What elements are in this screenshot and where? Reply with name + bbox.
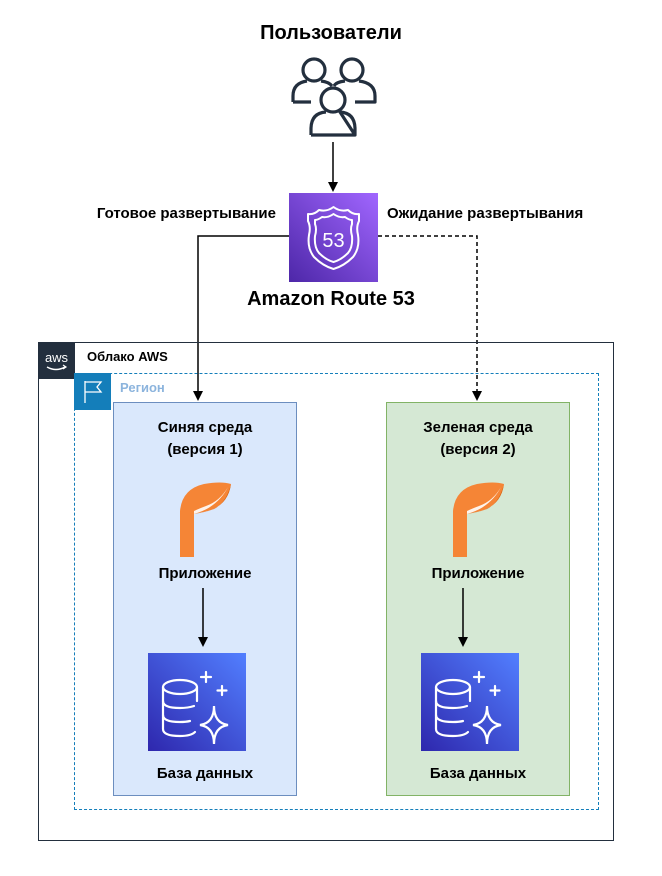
region-flag-icon (74, 373, 111, 410)
database-icon (421, 653, 519, 751)
route53-badge: 53 (322, 230, 344, 252)
aws-logo-icon: aws (38, 342, 75, 379)
live-route-label: Готовое развертывание (96, 205, 276, 222)
app-to-db-arrow (198, 588, 208, 647)
users-icon (291, 57, 377, 137)
application-label: Приложение (431, 565, 525, 582)
database-label: База данных (156, 765, 254, 782)
route53-icon[interactable]: 53 (289, 193, 378, 282)
live-route-arrow (193, 235, 289, 401)
green-environment-title: Зеленая среда (версия 2) (423, 419, 533, 458)
blue-environment: Синяя среда (версия 1) Приложение (113, 402, 297, 796)
application-icon (180, 482, 231, 557)
users-label: Пользователи (260, 22, 402, 44)
database-label: База данных (429, 765, 527, 782)
svg-text:aws: aws (45, 350, 69, 365)
database-icon (148, 653, 246, 751)
app-to-db-arrow (458, 588, 468, 647)
blue-environment-title: Синяя среда (версия 1) (157, 419, 253, 458)
aws-cloud-group (38, 342, 614, 841)
green-environment: Зеленая среда (версия 2) Приложение (386, 402, 570, 796)
pending-route-arrow (378, 235, 482, 401)
application-icon (453, 482, 504, 557)
users-to-route53-arrow (328, 142, 338, 192)
pending-route-label: Ожидание развертывания (387, 205, 584, 222)
aws-cloud-label: Облако AWS (87, 349, 168, 364)
application-label: Приложение (158, 565, 252, 582)
region-group (74, 373, 599, 810)
route53-label: Amazon Route 53 (247, 288, 415, 310)
region-label: Регион (120, 380, 165, 395)
